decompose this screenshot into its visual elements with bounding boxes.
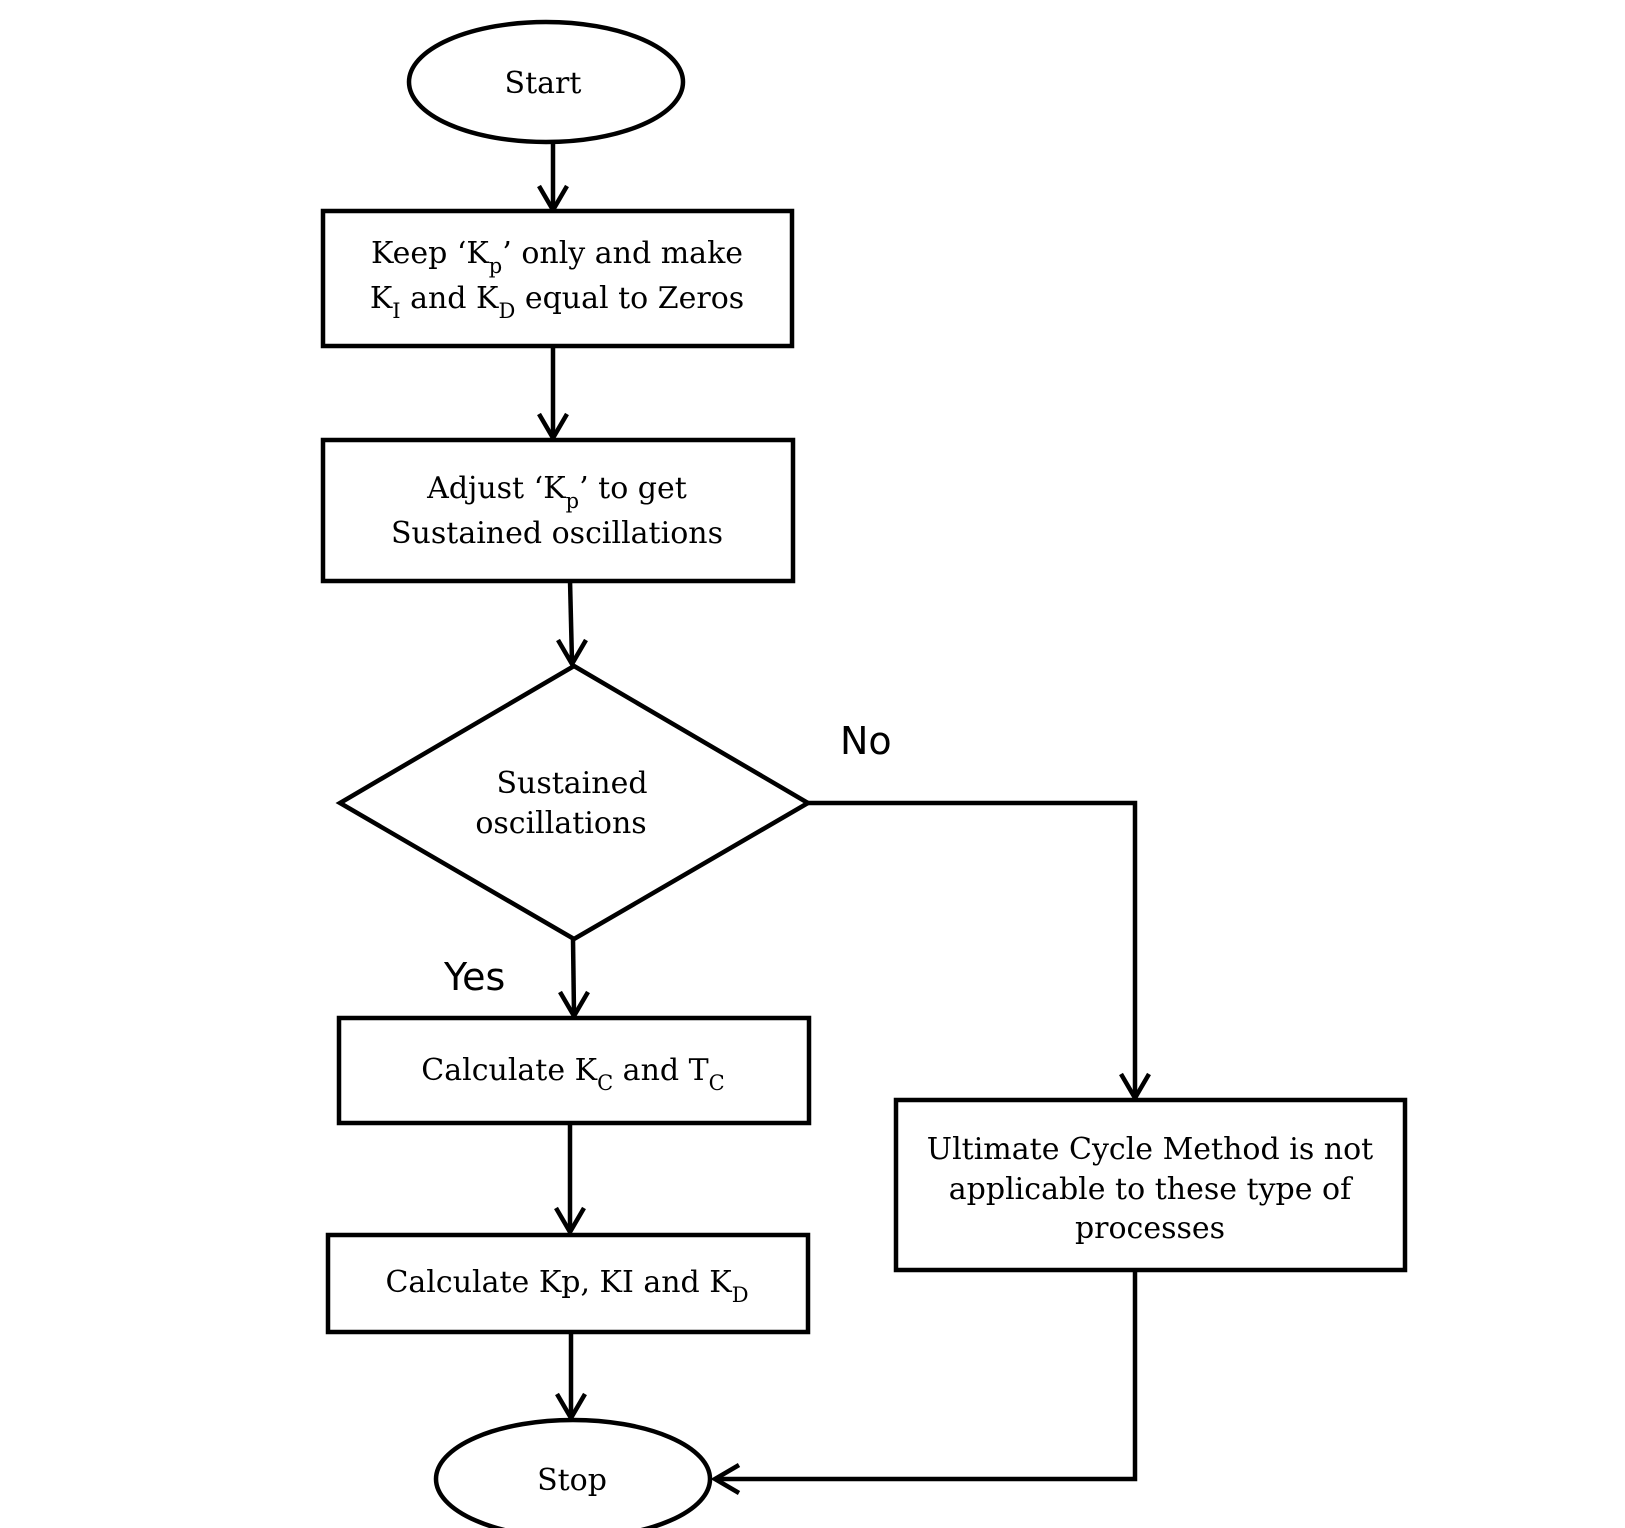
connector-not-applicable-to-stop: [716, 1270, 1138, 1482]
stop-terminal: Stop: [433, 1417, 713, 1528]
keep-kp-line1: Keep ‘Kp’ only and make: [371, 236, 743, 278]
stop-label: Stop: [537, 1463, 607, 1498]
connector-no-branch: [808, 800, 1138, 1096]
calc-gains-text: Calculate Kp, KI and KD: [385, 1265, 748, 1307]
process-calc-kc-tc: Calculate KC and TC: [336, 1015, 812, 1126]
process-keep-kp: Keep ‘Kp’ only and make KI and KD equal …: [320, 208, 795, 349]
no-branch-label: No: [840, 719, 892, 763]
connector-yes-branch: [570, 938, 577, 1015]
calc-kc-tc-text: Calculate KC and TC: [421, 1053, 724, 1095]
yes-branch-label: Yes: [443, 955, 505, 999]
connector-adjust-kp-to-decision: [567, 579, 575, 663]
arrowhead-decision: [556, 638, 588, 669]
arrowhead-stop-side: [710, 1463, 741, 1495]
start-label: Start: [505, 66, 582, 101]
decision-line1: Sustained: [496, 766, 647, 801]
process-adjust-kp: Adjust ‘Kp’ to get Sustained oscillation…: [320, 437, 796, 584]
process-not-applicable: Ultimate Cycle Method is not applicable …: [893, 1097, 1408, 1273]
keep-kp-line2: KI and KD equal to Zeros: [370, 281, 744, 323]
start-terminal: Start: [406, 19, 686, 145]
process-calc-gains: Calculate Kp, KI and KD: [325, 1232, 811, 1335]
arrowhead-calc-gains: [554, 1206, 586, 1237]
decision-line2: oscillations: [475, 806, 646, 841]
not-applicable-line3: processes: [1075, 1211, 1225, 1246]
not-applicable-line1: Ultimate Cycle Method is not: [927, 1132, 1373, 1167]
adjust-kp-line1: Adjust ‘Kp’ to get: [426, 471, 687, 513]
not-applicable-line2: applicable to these type of: [949, 1172, 1353, 1207]
decision-sustained-oscillations: Sustained oscillations: [335, 663, 813, 942]
adjust-kp-line2: Sustained oscillations: [391, 516, 723, 551]
